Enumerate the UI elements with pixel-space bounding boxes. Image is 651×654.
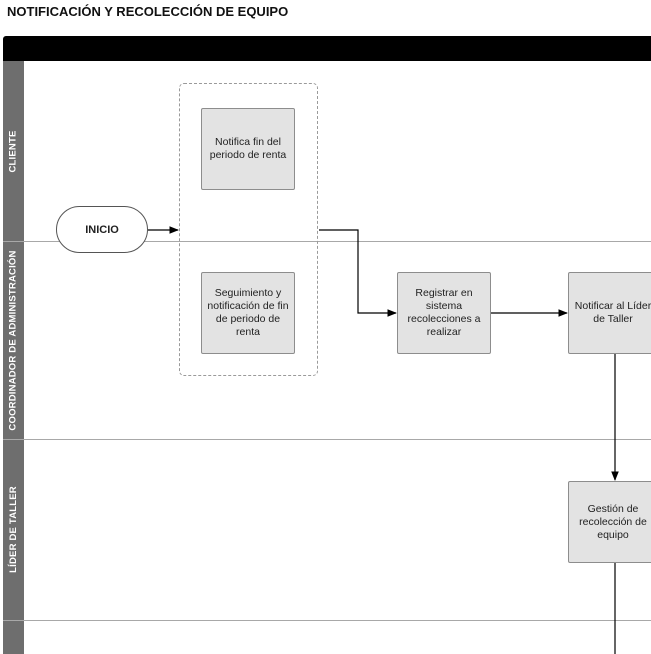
lane-separator bbox=[3, 241, 651, 242]
parallel-group bbox=[179, 83, 318, 376]
lane-label-column: CLIENTE COORDINADOR DE ADMINISTRACIÓN LÍ… bbox=[3, 61, 24, 654]
step-gestion[interactable]: Gestión de recolección de equipo bbox=[568, 481, 651, 563]
step-seguimiento[interactable]: Seguimiento y notificación de fin de per… bbox=[201, 272, 295, 354]
step-registrar[interactable]: Registrar en sistema recolecciones a rea… bbox=[397, 272, 491, 354]
step-notificar-lider[interactable]: Notificar al Líder de Taller bbox=[568, 272, 651, 354]
connector-group-to-registrar bbox=[319, 229, 397, 317]
start-terminal[interactable]: INICIO bbox=[56, 206, 148, 253]
lane-separator bbox=[3, 439, 651, 440]
header-bar bbox=[3, 36, 651, 61]
step-notifica-fin[interactable]: Notifica fin del periodo de renta bbox=[201, 108, 295, 190]
diagram-title: NOTIFICACIÓN Y RECOLECCIÓN DE EQUIPO bbox=[7, 4, 289, 19]
lane-separator bbox=[3, 620, 651, 621]
